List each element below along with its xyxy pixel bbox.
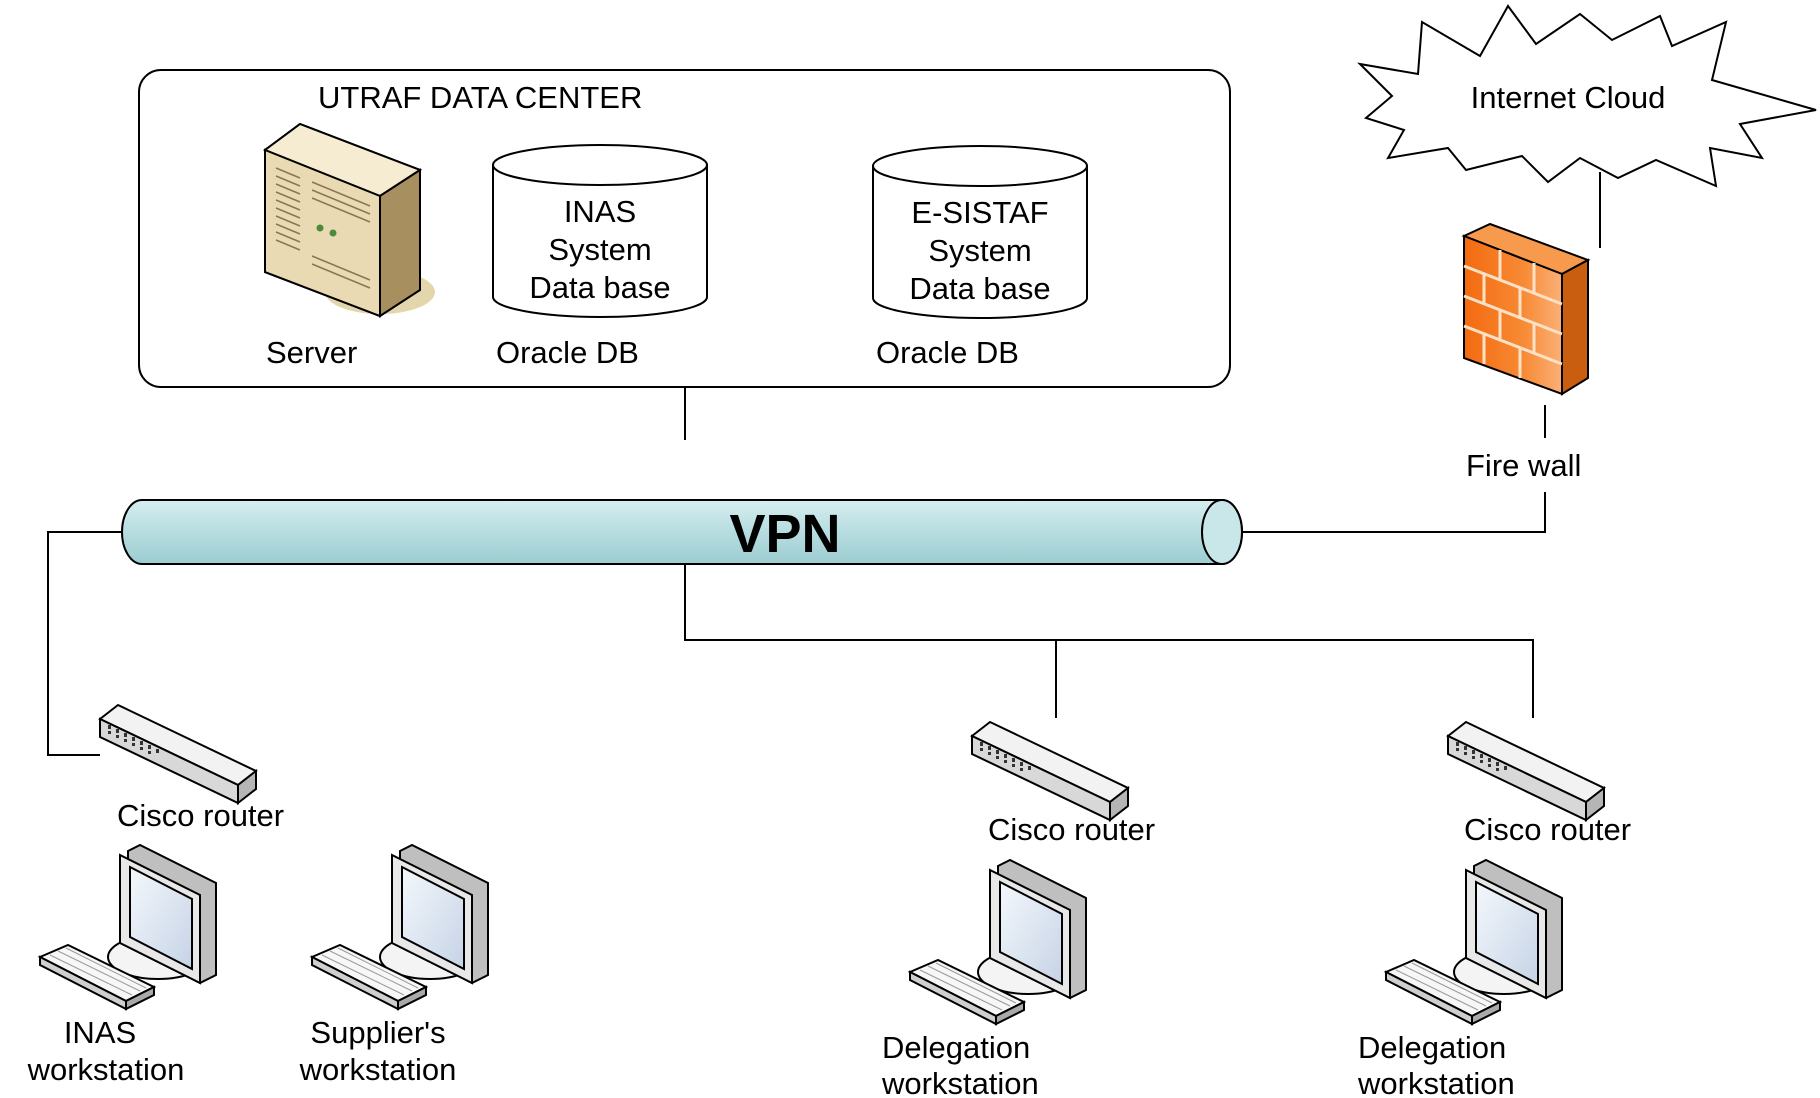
firewall-icon — [1461, 222, 1591, 396]
server-label: Server — [266, 335, 357, 370]
router-label-middle: Cisco router — [988, 812, 1155, 847]
inas-db-line1: INAS — [564, 194, 636, 229]
supplier-workstation-line1: Supplier's — [310, 1015, 445, 1050]
delegation-2-workstation-line2: workstation — [1357, 1066, 1515, 1098]
router-icon-middle — [971, 721, 1129, 821]
router-icon-left — [99, 704, 257, 804]
vpn-label: VPN — [729, 504, 840, 564]
vpn-to-left-router-link — [47, 531, 123, 756]
data-center-box: UTRAF DATA CENTER Server — [138, 69, 1231, 388]
firewall-to-vpn-link — [1242, 492, 1546, 533]
workstation-icon-delegation-2 — [1385, 859, 1563, 1025]
router-label-right: Cisco router — [1464, 812, 1631, 847]
esistaf-db-line3: Data base — [909, 271, 1050, 306]
inas-db-line2: System — [548, 232, 651, 267]
firewall-label: Fire wall — [1466, 448, 1581, 483]
inas-db-caption: Oracle DB — [496, 335, 639, 370]
router-icon-right — [1447, 721, 1605, 821]
internet-cloud-label: Internet Cloud — [1471, 80, 1666, 115]
workstation-icon-inas — [39, 844, 217, 1010]
supplier-workstation-line2: workstation — [299, 1052, 457, 1087]
router-label-left: Cisco router — [117, 798, 284, 833]
server-icon — [262, 122, 435, 318]
delegation-2-workstation-line1: Delegation — [1358, 1030, 1506, 1065]
data-center-title: UTRAF DATA CENTER — [318, 80, 642, 115]
workstation-icon-supplier — [311, 844, 489, 1010]
connection-lines — [47, 172, 1601, 756]
inas-db-line3: Data base — [529, 270, 670, 305]
workstation-icon-delegation-1 — [909, 859, 1087, 1025]
vpn-tunnel-icon — [121, 499, 1243, 565]
inas-workstation-line2: workstation — [27, 1052, 185, 1087]
delegation-1-workstation-line2: workstation — [881, 1066, 1039, 1098]
internet-cloud-icon — [1357, 4, 1817, 188]
esistaf-db-line2: System — [928, 233, 1031, 268]
esistaf-db-caption: Oracle DB — [876, 335, 1019, 370]
delegation-1-workstation-line1: Delegation — [882, 1030, 1030, 1065]
vpn-to-right-router-link — [684, 562, 1534, 718]
esistaf-database-icon — [872, 145, 1088, 319]
inas-workstation-line1: INAS — [64, 1015, 136, 1050]
esistaf-db-line1: E-SISTAF — [911, 195, 1048, 230]
inas-database-icon — [492, 144, 708, 318]
